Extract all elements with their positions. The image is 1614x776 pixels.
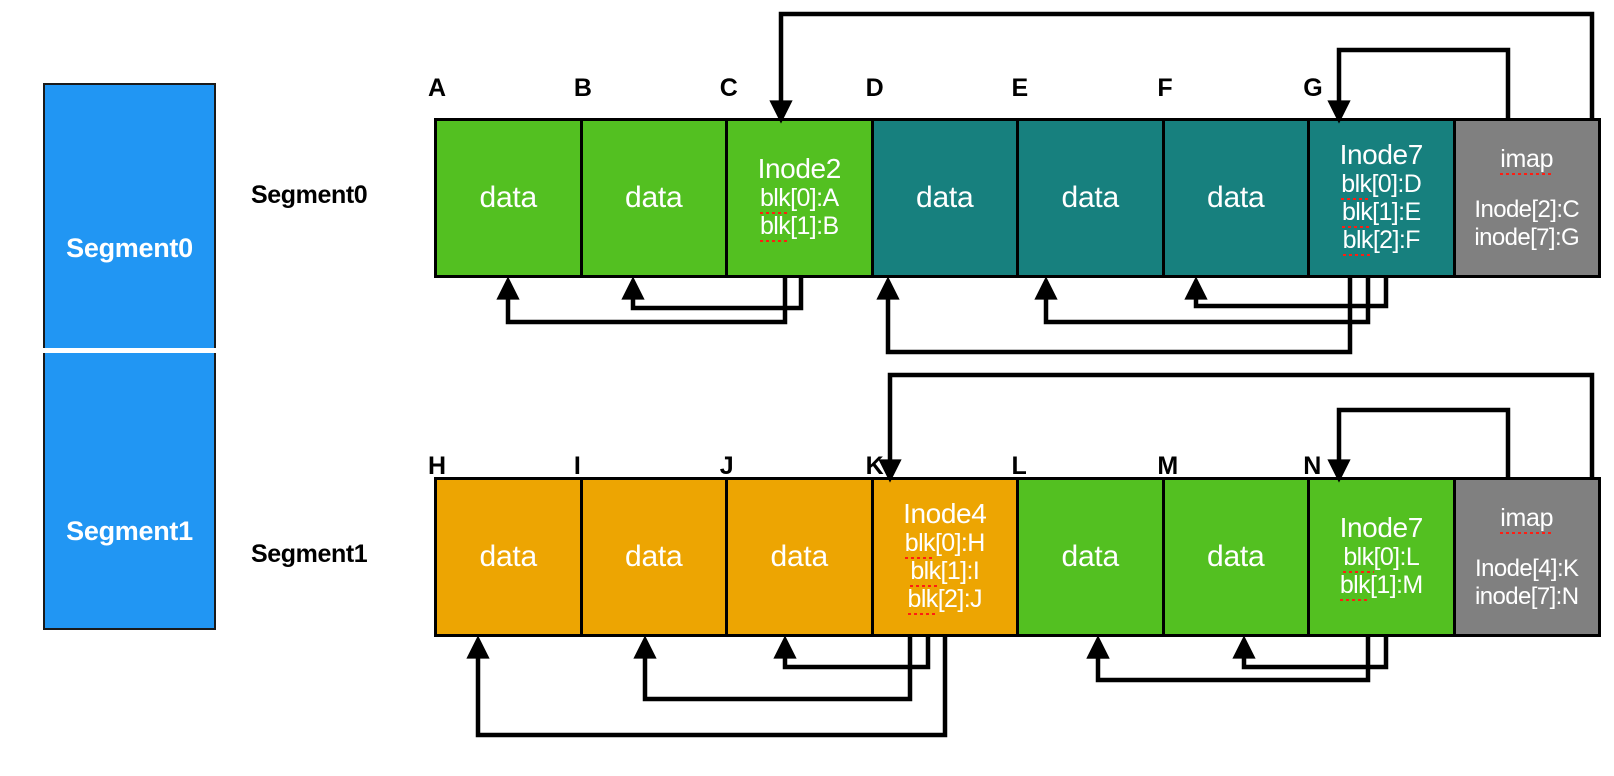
block-letter-label: A — [428, 74, 447, 102]
block-cell-data: data — [582, 480, 728, 634]
legend-segment1: Segment1 — [43, 353, 216, 630]
spellcheck-underline: blk — [1342, 226, 1374, 255]
block-data-label: data — [1206, 540, 1265, 573]
block-data-label: data — [479, 540, 538, 573]
spellcheck-underline: blk — [759, 212, 791, 241]
spellcheck-underline: blk — [904, 528, 936, 557]
spellcheck-underline: blk — [1343, 543, 1374, 572]
block-letter-label: C — [719, 74, 738, 102]
imap-title: imap — [1500, 145, 1553, 174]
block-letter-label: D — [865, 74, 884, 102]
block-cell-data: data — [1164, 121, 1310, 275]
block-cell-data: data — [437, 121, 583, 275]
block-data-label: data — [1061, 540, 1120, 573]
inode-block-pointer: blk[1]:I — [910, 557, 980, 586]
row-label-segment0: Segment0 — [251, 181, 368, 209]
block-data-label: data — [624, 540, 683, 573]
inode-title: Inode4 — [903, 498, 987, 530]
block-cell-data: data — [1164, 480, 1310, 634]
row-label-segment1: Segment1 — [251, 540, 368, 568]
inode-block-pointer: blk[2]:J — [907, 585, 983, 614]
legend-segment1-label: Segment1 — [66, 516, 193, 546]
inode-block-pointer: blk[1]:B — [759, 212, 839, 241]
block-cell-data: data — [728, 480, 874, 634]
inode-title: Inode7 — [1339, 512, 1424, 544]
block-letter-label: G — [1303, 74, 1323, 102]
block-cell-data: data — [873, 121, 1019, 275]
inode-title: Inode7 — [1339, 139, 1424, 171]
inode-block-pointer: blk[0]:A — [759, 184, 839, 213]
spellcheck-underline: blk — [1341, 198, 1373, 227]
block-data-label: data — [1206, 181, 1265, 214]
inode-block-pointer: blk[0]:H — [904, 528, 986, 557]
block-cell-data: data — [1019, 121, 1165, 275]
spellcheck-underline: blk — [910, 557, 941, 586]
block-letter-label: H — [428, 452, 447, 480]
spellcheck-underline: imap — [1500, 503, 1554, 532]
inode-block-pointer: blk[1]:M — [1339, 571, 1423, 600]
imap-entry: inode[7]:G — [1474, 223, 1580, 251]
legend-divider — [43, 348, 216, 353]
block-letter-label: B — [573, 74, 592, 102]
block-letter-label: I — [573, 452, 581, 480]
inode-block-pointer: blk[1]:E — [1341, 198, 1421, 227]
block-data-label: data — [915, 181, 974, 214]
inode-title: Inode2 — [757, 153, 842, 185]
legend-segment0: Segment0 — [43, 83, 216, 348]
block-cell-data: data — [1019, 480, 1165, 634]
block-letter-label: F — [1157, 74, 1173, 102]
block-data-label: data — [770, 540, 829, 573]
imap-title: imap — [1500, 504, 1553, 533]
legend-segment0-label: Segment0 — [66, 233, 193, 263]
inode-block-pointer: blk[0]:L — [1343, 543, 1420, 572]
block-data-label: data — [624, 181, 683, 214]
imap-entry: Inode[2]:C — [1474, 195, 1580, 223]
spellcheck-underline: blk — [759, 184, 791, 213]
block-letter-label: J — [719, 452, 734, 480]
spellcheck-underline: blk — [1339, 571, 1371, 600]
block-letter-label: E — [1011, 74, 1029, 102]
imap-entry: inode[7]:N — [1475, 582, 1579, 610]
spellcheck-underline: imap — [1500, 144, 1554, 173]
inode-block-pointer: blk[0]:D — [1341, 169, 1422, 198]
block-data-label: data — [479, 181, 538, 214]
spellcheck-underline: blk — [907, 585, 939, 614]
block-data-label: data — [1061, 181, 1120, 214]
spellcheck-underline: blk — [1341, 169, 1372, 198]
imap-entry: Inode[4]:K — [1475, 554, 1579, 582]
block-cell-data: data — [437, 480, 583, 634]
block-cell-data: data — [582, 121, 728, 275]
inode-block-pointer: blk[2]:F — [1342, 226, 1421, 255]
